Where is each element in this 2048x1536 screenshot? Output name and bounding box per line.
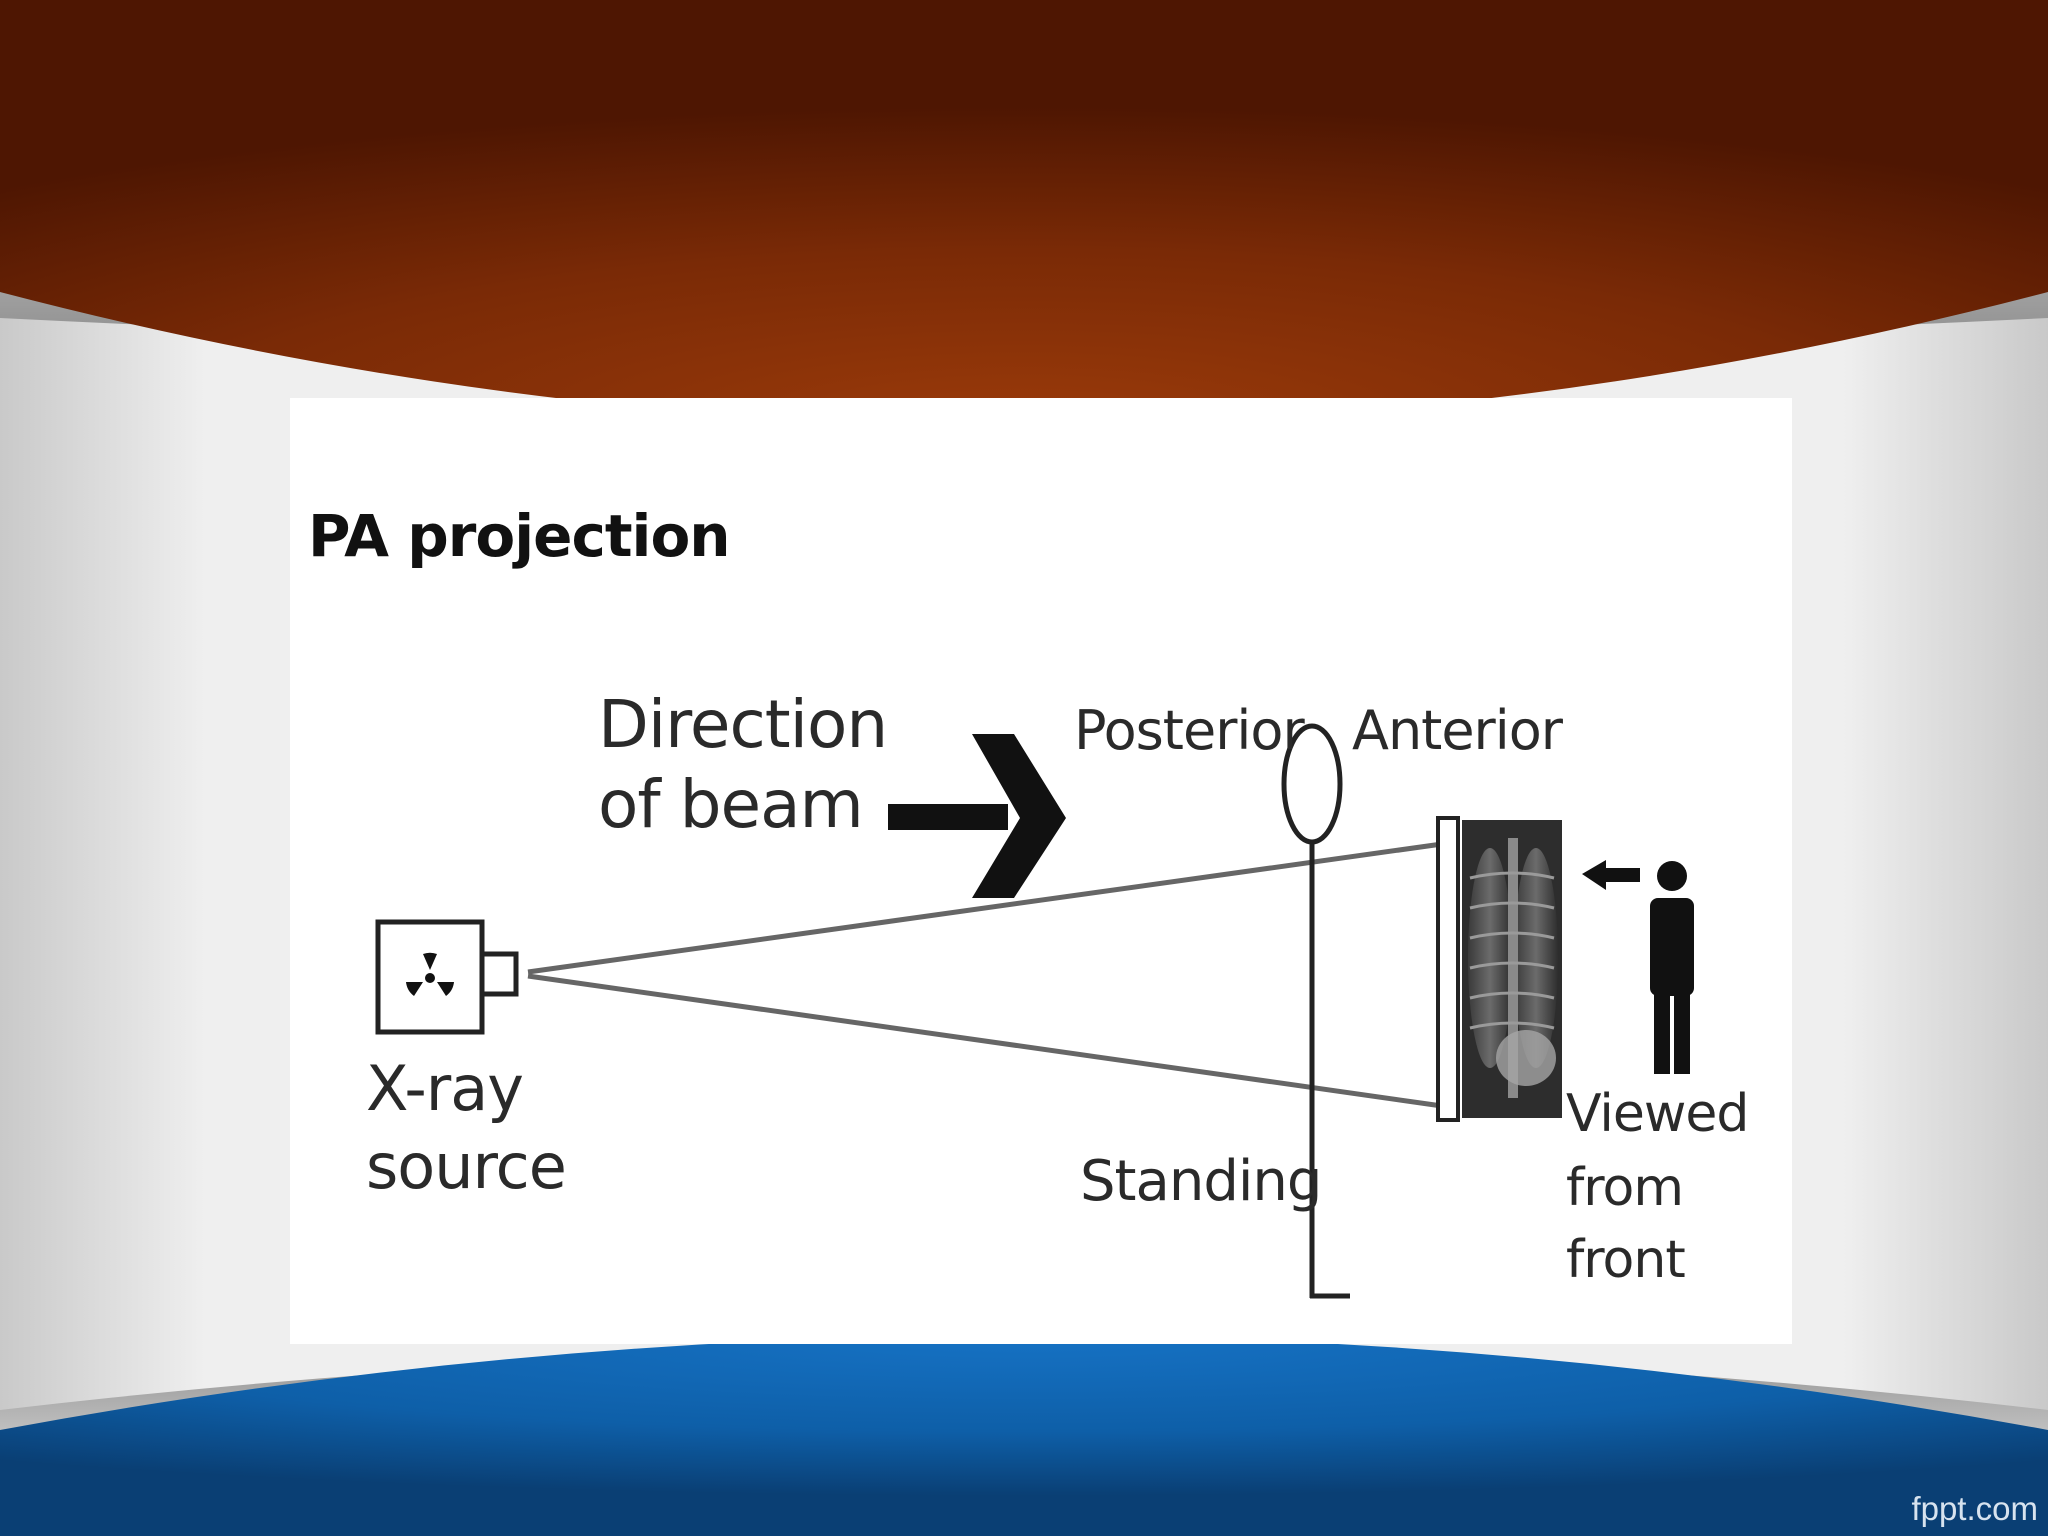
beam-direction-arrow-icon (888, 734, 1066, 898)
watermark: fppt.com (1911, 1490, 2038, 1527)
chest-xray-image (1462, 820, 1562, 1118)
xray-source-device (375, 919, 519, 1035)
xray-source-label-line1: X-ray (366, 1052, 524, 1125)
viewed-label-line3: front (1566, 1230, 1686, 1290)
viewed-label-line1: Viewed (1566, 1084, 1749, 1144)
diagram-panel: PA projection (290, 398, 1792, 1344)
direction-label-line1: Direction (598, 686, 888, 763)
viewer-arrow-icon (1582, 860, 1640, 890)
diagram-graphics (375, 723, 1694, 1299)
direction-label-line2: of beam (598, 766, 864, 843)
diagram-title: PA projection (308, 502, 731, 570)
beam-lines (527, 841, 1443, 1109)
person-icon (1650, 861, 1694, 1074)
patient-stand (1281, 723, 1350, 1299)
standing-label: Standing (1080, 1149, 1322, 1214)
posterior-label: Posterior (1074, 699, 1305, 762)
xray-source-label-line2: source (366, 1130, 567, 1203)
detector-plate (1436, 816, 1460, 1122)
anterior-label: Anterior (1352, 699, 1563, 762)
beam-line-upper (527, 841, 1443, 975)
radiation-icon (406, 952, 454, 996)
beam-line-lower (527, 973, 1443, 1109)
viewed-label-line2: from (1566, 1158, 1684, 1218)
